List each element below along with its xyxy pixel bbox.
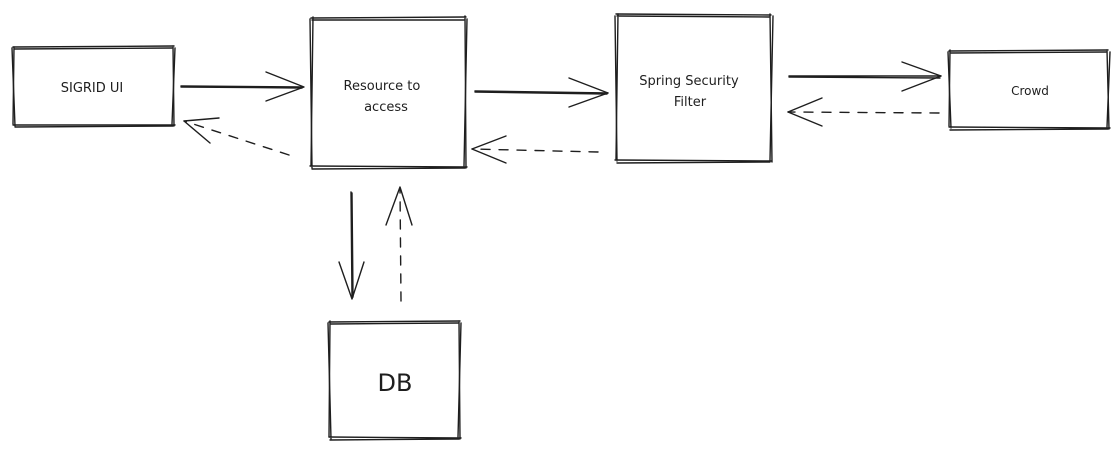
node-spring-security-filter: Spring Security Filter bbox=[614, 13, 774, 164]
arrow-crowd-to-filter bbox=[787, 97, 940, 127]
node-db: DB bbox=[327, 320, 462, 441]
resource-label-line-2: access bbox=[364, 100, 408, 115]
arrow-resource-to-db bbox=[338, 191, 365, 300]
arrow-db-to-resource bbox=[385, 186, 413, 302]
resource-label-line-1: Resource to bbox=[344, 79, 421, 94]
node-crowd: Crowd bbox=[947, 49, 1111, 131]
node-sigrid-ui: SIGRID UI bbox=[11, 45, 176, 128]
filter-label: Spring Security Filter bbox=[639, 74, 743, 110]
filter-label-line-1: Spring Security bbox=[639, 74, 739, 89]
crowd-label: Crowd bbox=[1011, 84, 1049, 98]
node-resource-to-access: Resource to access bbox=[309, 15, 468, 170]
arrow-filter-to-resource bbox=[471, 135, 599, 164]
sigrid-ui-label: SIGRID UI bbox=[61, 81, 124, 96]
arrow-resource-to-filter bbox=[474, 77, 609, 108]
arrow-sigrid-to-resource bbox=[180, 71, 305, 102]
db-label: DB bbox=[378, 369, 413, 397]
resource-label: Resource to access bbox=[344, 79, 425, 115]
arrow-filter-to-crowd bbox=[788, 61, 942, 92]
arrow-resource-to-sigrid bbox=[183, 117, 290, 156]
filter-label-line-2: Filter bbox=[674, 95, 707, 110]
